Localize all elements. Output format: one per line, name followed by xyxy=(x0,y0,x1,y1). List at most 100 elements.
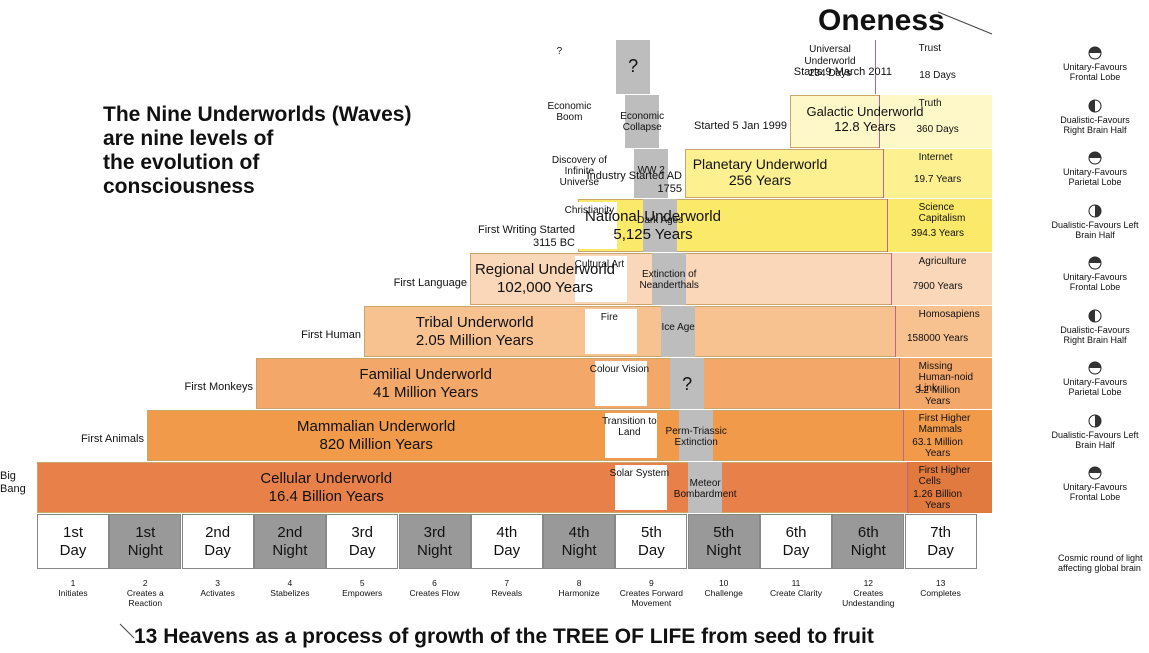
cell-type: Day xyxy=(782,542,810,559)
heaven-number: 4 xyxy=(287,578,293,588)
night-overlay xyxy=(624,95,659,148)
seventh-day-box xyxy=(894,306,992,357)
night-overlay xyxy=(642,199,677,252)
night-overlay xyxy=(687,462,722,513)
seventh-day-span: 63.1 Million Years xyxy=(912,437,963,459)
half-left-brain-icon xyxy=(1088,309,1102,322)
legend-footer: Cosmic round of light affecting global b… xyxy=(1058,553,1143,573)
underworld-title: Planetary Underworld xyxy=(692,155,828,172)
event-box xyxy=(605,413,658,458)
underworld-duration: 102,000 Years xyxy=(497,279,593,296)
start-label: Industry Started AD 1755 xyxy=(586,170,682,195)
underworld-title: Galactic Underworld xyxy=(806,103,924,119)
heaven-verb: Completes xyxy=(920,588,961,598)
heaven-verb: Creates Flow xyxy=(409,588,460,598)
start-label: First Writing Started 3115 BC xyxy=(478,224,575,249)
underworld-duration: 41 Million Years xyxy=(373,383,479,401)
underworld-duration: 256 Years xyxy=(728,171,792,188)
event-label: Christianity xyxy=(564,205,615,216)
cell-type: Day xyxy=(59,542,87,559)
cell-ordinal: 2nd xyxy=(205,524,231,541)
caption-pointer xyxy=(119,623,135,639)
underworld-title: Universal Underworld xyxy=(804,44,856,67)
milestone-label: Extinction of Neanderthals xyxy=(639,269,699,291)
oneness-label: Oneness xyxy=(818,4,945,37)
legend-label: Dualistic-Favours Left Brain Half xyxy=(1051,219,1139,240)
underworld-duration: 2.05 Million Years xyxy=(415,331,534,349)
event-label: Colour Vision xyxy=(589,364,650,375)
seventh-day-box xyxy=(898,358,992,409)
cell-ordinal: 3rd xyxy=(351,524,374,541)
cell-type: Night xyxy=(272,542,308,559)
diagram-title: The Nine Underworlds (Waves) are nine le… xyxy=(103,103,412,198)
heaven-verb: Challenge xyxy=(704,588,743,598)
seventh-day-span: 7900 Years xyxy=(912,281,963,292)
event-box xyxy=(575,256,628,302)
seventh-day-event: Science Capitalism xyxy=(918,202,966,224)
heaven-verb: Creates Undestanding xyxy=(842,588,895,608)
half-horizontal-brain-icon xyxy=(1088,361,1102,375)
event-label: Discovery of Infinite Universe xyxy=(551,155,607,188)
heaven-number: 13 xyxy=(935,578,946,588)
heaven-verb: Creates Forward Movement xyxy=(619,588,684,608)
start-label: First Language xyxy=(393,277,467,289)
legend-label: Unitary-Favours Frontal Lobe xyxy=(1062,272,1127,292)
cell-ordinal: 5th xyxy=(713,524,735,541)
cell-ordinal: 5th xyxy=(640,524,662,541)
milestone-label: Meteor Bombardment xyxy=(673,478,737,500)
milestone-label: ? xyxy=(682,374,693,394)
seventh-day-event: Homosapiens xyxy=(918,309,980,320)
cell-ordinal: 1st xyxy=(62,524,83,541)
seventh-day-event: Truth xyxy=(918,98,942,109)
heaven-number: 3 xyxy=(215,578,220,588)
cell-ordinal: 1st xyxy=(135,524,156,541)
legend-label: Dualistic-Favours Left Brain Half xyxy=(1051,429,1139,450)
seventh-day-box xyxy=(906,462,992,513)
night-overlay xyxy=(615,40,650,94)
legend-label: Unitary-Favours Frontal Lobe xyxy=(1062,62,1127,82)
half-horizontal-brain-icon xyxy=(1088,46,1102,60)
heaven-number: 11 xyxy=(791,578,801,588)
seventh-day-event: Missing Human-noid Link xyxy=(918,361,974,394)
legend-item: Unitary-Favours Frontal Lobe xyxy=(1050,466,1140,502)
event-label: Solar System xyxy=(609,468,670,479)
heaven-verb: Create Clarity xyxy=(770,588,822,598)
half-horizontal-brain-icon xyxy=(1088,256,1102,270)
cell-type: Night xyxy=(850,542,886,559)
half-right-brain-icon xyxy=(1088,204,1102,217)
start-label: Starts 9 March 2011 xyxy=(793,66,892,78)
heaven-verb: Empowers xyxy=(342,588,383,598)
underworld-title: Regional Underworld xyxy=(474,261,616,278)
half-horizontal-brain-icon xyxy=(1088,151,1102,165)
cell-ordinal: 3rd xyxy=(423,524,446,541)
event-label: Economic Boom xyxy=(547,101,592,123)
cell-ordinal: 6th xyxy=(785,524,807,541)
heaven-verb: Initiates xyxy=(58,588,88,598)
oneness-pointer xyxy=(937,11,993,35)
cell-ordinal: 2nd xyxy=(277,524,303,541)
heaven-number: 1 xyxy=(70,578,76,588)
night-overlay xyxy=(633,149,668,198)
legend-item: Dualistic-Favours Right Brain Half xyxy=(1050,309,1140,345)
seventh-day-event: Internet xyxy=(918,152,953,163)
underworld-title: Cellular Underworld xyxy=(260,469,393,487)
seventh-day-span: 158000 Years xyxy=(907,333,969,344)
heaven-number: 12 xyxy=(863,578,874,588)
legend-label: Dualistic-Favours Right Brain Half xyxy=(1060,114,1130,135)
legend-item: Unitary-Favours Parietal Lobe xyxy=(1050,151,1140,187)
cell-ordinal: 7th xyxy=(930,524,952,541)
start-label: First Monkeys xyxy=(184,381,253,393)
legend-item: Dualistic-Favours Left Brain Half xyxy=(1050,204,1140,240)
